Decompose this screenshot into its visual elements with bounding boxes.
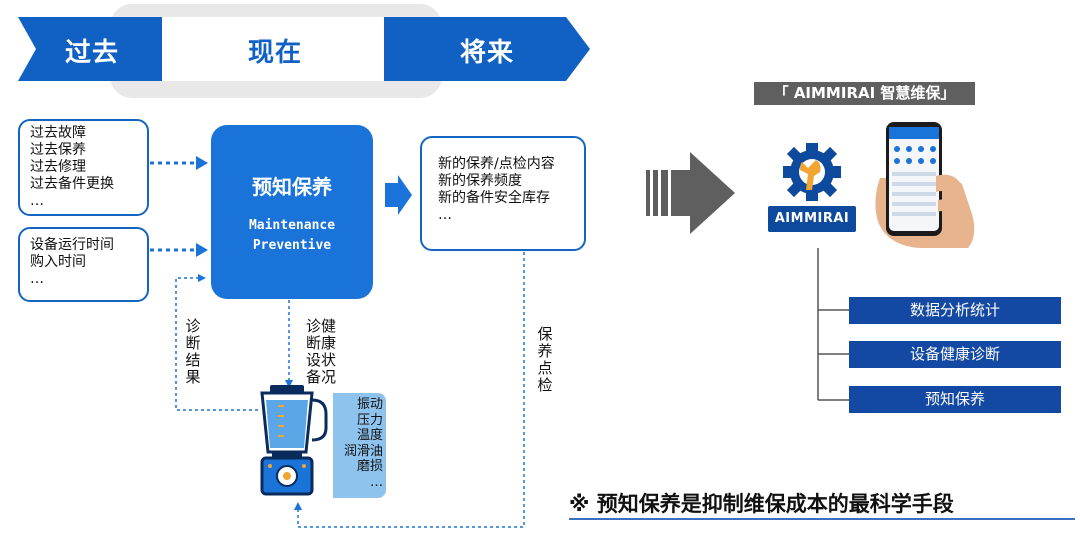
center-en-text: Maintenance Preventive — [211, 216, 373, 256]
center-to-output-arrow — [385, 175, 412, 215]
center-title: 预知保养 — [252, 175, 332, 199]
param-item: 振动 — [356, 397, 383, 412]
past-arrow-shape — [18, 17, 162, 81]
machine-params-panel — [333, 393, 386, 498]
param-item: 温度 — [356, 428, 383, 443]
diagnosis-loop-head — [198, 274, 206, 282]
big-gray-arrow — [646, 152, 735, 234]
timeline-past-label: 过去 — [64, 38, 119, 68]
machine-params-list: 振动 压力 温度 润滑油 磨损 … — [327, 397, 383, 490]
history-item: 过去保养 — [30, 142, 86, 158]
timeline-future-label: 将来 — [459, 38, 514, 68]
param-item: 润滑油 — [343, 443, 383, 459]
equipment-input-box: 设备运行时间 购入时间 … — [18, 227, 149, 302]
maintenance-check-label: 保养点检 — [537, 325, 553, 394]
slogan-underline — [569, 518, 1075, 520]
function-tree-lines — [817, 248, 849, 401]
phone-in-hand-image — [875, 122, 975, 248]
output-item: 新的保养/点检内容 — [438, 156, 555, 172]
history-item: … — [30, 193, 44, 209]
maintenance-loop-head — [294, 502, 302, 510]
future-arrow-shape — [384, 17, 590, 81]
output-box: 新的保养/点检内容 新的保养频度 新的备件安全库存 … — [420, 136, 586, 251]
output-item: 新的保养频度 — [438, 173, 522, 189]
history-arrow-head — [196, 156, 208, 170]
center-en-line1: Maintenance — [248, 218, 336, 233]
diagnosis-result-label: 诊断结果 — [185, 317, 201, 386]
aimmirai-logo-icon — [783, 143, 841, 201]
history-item: 过去备件更换 — [30, 176, 114, 192]
equipment-arrow-head — [196, 243, 208, 257]
param-item: … — [370, 474, 383, 490]
center-en-line2: Preventive — [252, 238, 332, 253]
machine-icon — [260, 385, 328, 496]
timeline-present-label: 现在 — [247, 38, 302, 68]
output-item: 新的备件安全库存 — [438, 190, 550, 206]
param-item: 压力 — [356, 412, 383, 428]
aimmirai-logo-text: AIMMIRAI — [768, 206, 856, 232]
present-block — [162, 17, 384, 81]
diagnose-health-label: 诊健断康设状备况 — [305, 317, 336, 386]
history-item: 过去修理 — [30, 159, 86, 175]
equipment-item: 设备运行时间 — [30, 237, 114, 253]
function-predictive-maintenance: 预知保养 — [849, 386, 1061, 413]
history-item: 过去故障 — [30, 125, 86, 141]
output-item: … — [438, 207, 452, 223]
slogan-text: ※ 预知保养是抑制维保成本的最科学手段 — [569, 492, 954, 516]
center-to-machine-head — [285, 380, 293, 388]
history-input-box: 过去故障 过去保养 过去修理 过去备件更换 … — [18, 119, 149, 216]
equipment-item: … — [30, 271, 44, 287]
maintenance-loop-line — [297, 252, 525, 528]
predictive-maintenance-box: 预知保养 Maintenance Preventive — [211, 125, 373, 299]
equipment-item: 购入时间 — [30, 254, 86, 270]
function-health-diagnosis: 设备健康诊断 — [849, 341, 1061, 368]
param-item: 磨损 — [356, 459, 383, 474]
brand-tag: 「 AIMMIRAI 智慧维保」 — [754, 82, 975, 105]
function-data-analysis: 数据分析统计 — [849, 297, 1061, 324]
